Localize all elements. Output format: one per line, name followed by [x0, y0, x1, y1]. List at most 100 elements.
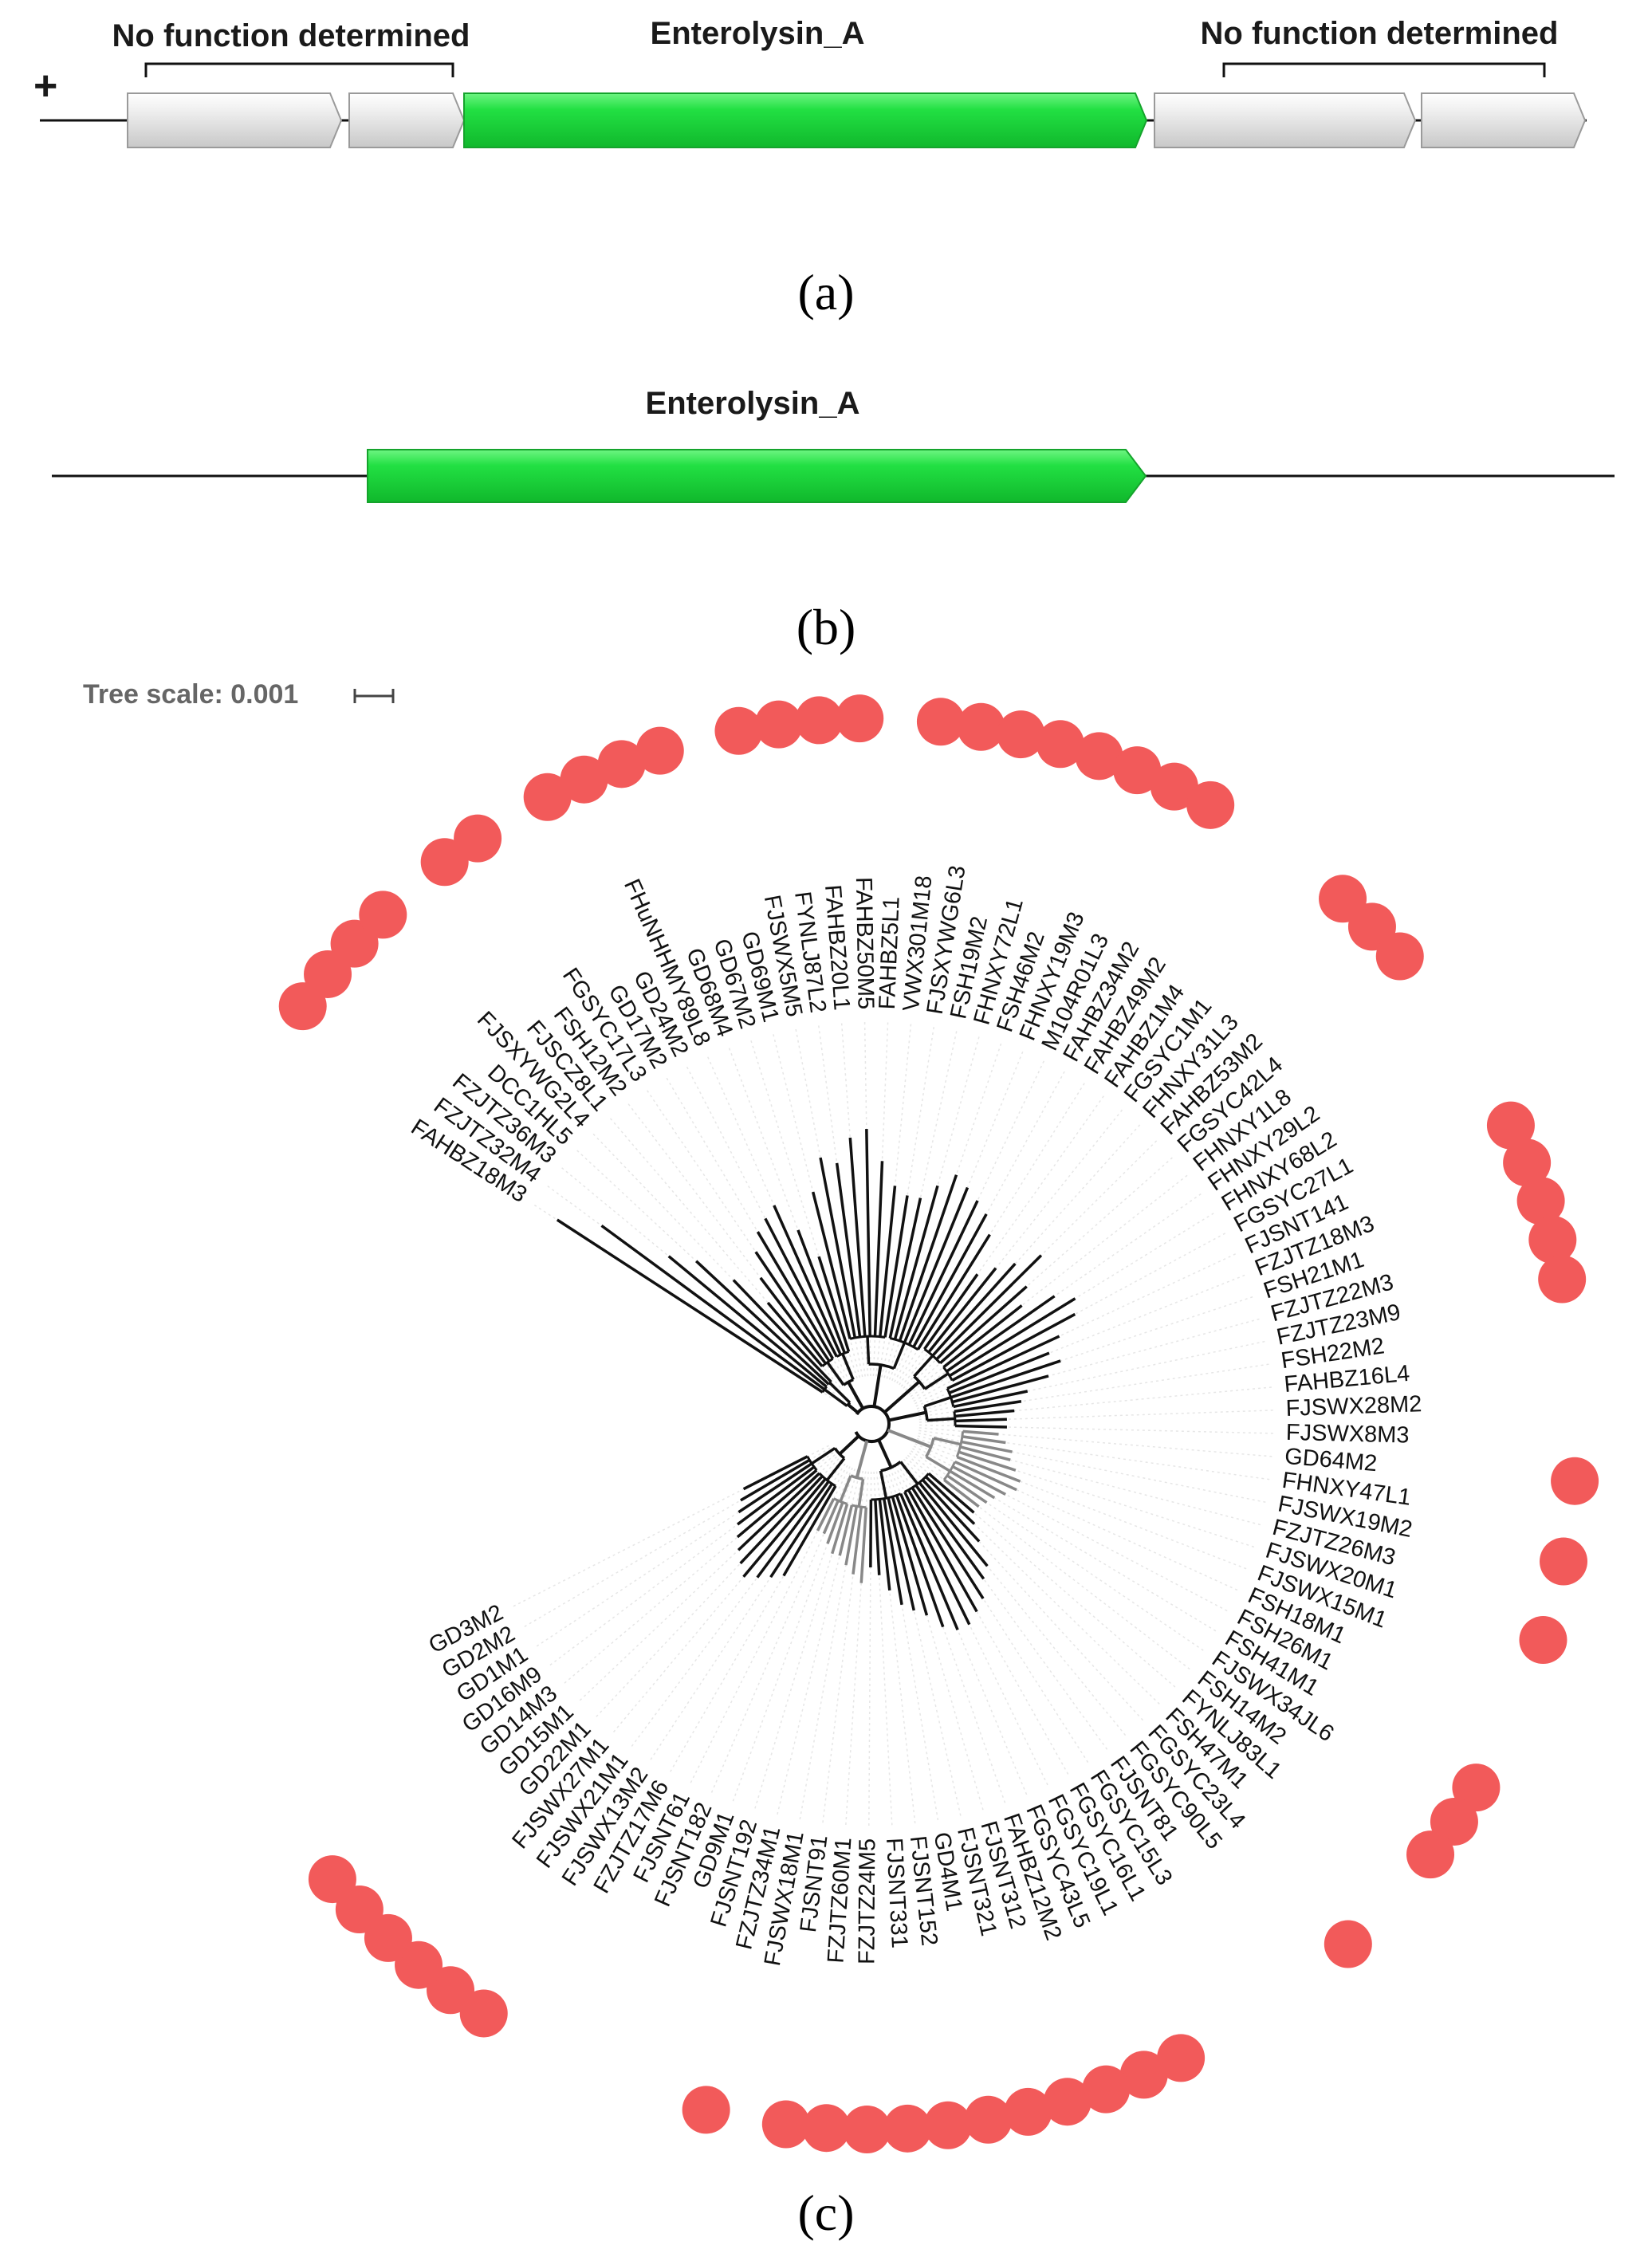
- tree-branch: [736, 1469, 818, 1539]
- phylogenetic-tree: [556, 1129, 1076, 1630]
- tree-branch: [898, 1174, 958, 1342]
- panel-c: Tree scale: 0.001 FAHBZ18M3FZJTZ32M4FZJT…: [83, 679, 1599, 2241]
- tree-branch: [949, 1469, 996, 1500]
- tree-branch: [931, 1262, 1017, 1357]
- leaf-marker: [1551, 1457, 1599, 1505]
- tree-branch: [959, 1445, 1011, 1461]
- tree-branch: [950, 1359, 1061, 1399]
- tree-branch: [738, 1462, 812, 1514]
- leaf-markers: [278, 694, 1599, 2153]
- tree-branch: [888, 1197, 922, 1339]
- tree-branch: [826, 1361, 845, 1386]
- tree-branch: [819, 1157, 857, 1339]
- tree-branch: [773, 1205, 842, 1355]
- tree-scale-bar: [353, 689, 395, 703]
- tree-branch: [739, 1475, 824, 1565]
- tree-branch: [954, 1460, 1017, 1492]
- tree-branch: [764, 1217, 838, 1358]
- tree-branch: [895, 1495, 945, 1628]
- tree-branch: [907, 1200, 979, 1346]
- tree-branch: [695, 1260, 830, 1386]
- tree-branch: [951, 1374, 1049, 1404]
- tree-branch: [872, 1364, 883, 1407]
- tree-branch: [933, 1437, 962, 1446]
- tree-branch: [831, 1503, 849, 1555]
- tree-branch: [839, 1475, 852, 1503]
- tree-branch: [865, 1129, 871, 1337]
- tree-branch: [600, 1224, 826, 1391]
- leaf-marker: [1516, 1177, 1565, 1225]
- strand-sign: +: [33, 63, 57, 109]
- tree-branch: [849, 1335, 886, 1340]
- leaf-marker: [1486, 1101, 1535, 1150]
- tree-branch: [942, 1461, 957, 1481]
- tree-branch: [756, 1480, 830, 1579]
- tree-branch: [921, 1478, 981, 1543]
- tree-branch: [857, 1478, 865, 1508]
- enterolysin-a-gene-a: [463, 92, 1148, 148]
- tree-branch: [740, 1458, 811, 1502]
- tree-branch: [742, 1455, 808, 1491]
- leaf-marker: [1043, 2078, 1092, 2126]
- tree-branch: [946, 1474, 988, 1504]
- unknown-function-gene: [348, 92, 466, 148]
- tree-branch: [844, 1506, 859, 1566]
- tree-branch: [759, 1276, 827, 1365]
- leaf-marker: [843, 2105, 891, 2153]
- tree-branch: [812, 1191, 852, 1339]
- tree-branch: [918, 1481, 989, 1567]
- tree-branch: [811, 1446, 836, 1465]
- tree-branch: [866, 1336, 871, 1365]
- tree-branch: [954, 1400, 1022, 1414]
- panel-a: + No function determined Enterolysin_A N…: [33, 16, 1587, 320]
- leaf-marker: [836, 694, 884, 743]
- leaf-marker: [1406, 1830, 1455, 1879]
- tree-branch: [841, 1353, 855, 1381]
- tree-branch: [907, 1488, 978, 1613]
- tree-branch: [871, 1492, 902, 1501]
- tree-branch: [796, 1229, 847, 1354]
- leaf-marker: [308, 1855, 356, 1904]
- tree-branch: [946, 1295, 1056, 1373]
- tree-branch: [953, 1390, 1029, 1409]
- leaf-label: FZJTZ24M5: [854, 1838, 880, 1964]
- tree-branch: [732, 1279, 832, 1383]
- tree-branch: [954, 1418, 1007, 1423]
- leaf-marker: [1538, 1255, 1587, 1304]
- tree-branch: [953, 1411, 957, 1426]
- caption-a: (a): [797, 264, 854, 320]
- leaf-marker: [754, 700, 803, 749]
- leaf-marker: [1119, 2051, 1168, 2099]
- left-group-label: No function determined: [112, 18, 470, 53]
- left-group-bracket: [144, 62, 454, 77]
- leaf-marker: [761, 2100, 810, 2149]
- tree-branch: [899, 1461, 919, 1485]
- leaf-marker: [635, 726, 684, 775]
- tree-branch: [769, 1483, 834, 1579]
- tree-branch: [754, 1251, 831, 1362]
- leaf-marker: [883, 2104, 932, 2153]
- tree-branch: [879, 1470, 888, 1499]
- leaf-marker: [1036, 720, 1084, 769]
- tree-branch: [868, 1362, 895, 1370]
- caption-c: (c): [797, 2184, 854, 2241]
- gene-label-b: Enterolysin_A: [646, 386, 860, 421]
- tree-branch: [913, 1375, 926, 1390]
- tree-branch: [878, 1499, 891, 1591]
- leaf-marker: [1528, 1215, 1577, 1264]
- tree-branch: [948, 1351, 1050, 1394]
- tree-branch: [826, 1501, 844, 1544]
- tree-branch: [954, 1409, 1015, 1418]
- tree-branch: [951, 1465, 1006, 1496]
- leaf-marker: [957, 702, 1005, 751]
- tree-branch: [962, 1429, 999, 1436]
- tree-branch: [926, 1417, 955, 1422]
- tree-branch: [892, 1342, 907, 1370]
- leaf-marker: [802, 2104, 851, 2153]
- tree-branch: [737, 1472, 820, 1551]
- tree-branch: [874, 1499, 881, 1575]
- right-group-bracket: [1222, 62, 1546, 77]
- tree-branch: [927, 1267, 997, 1354]
- center-gene-label: Enterolysin_A: [651, 16, 865, 51]
- leaf-marker: [1503, 1138, 1552, 1187]
